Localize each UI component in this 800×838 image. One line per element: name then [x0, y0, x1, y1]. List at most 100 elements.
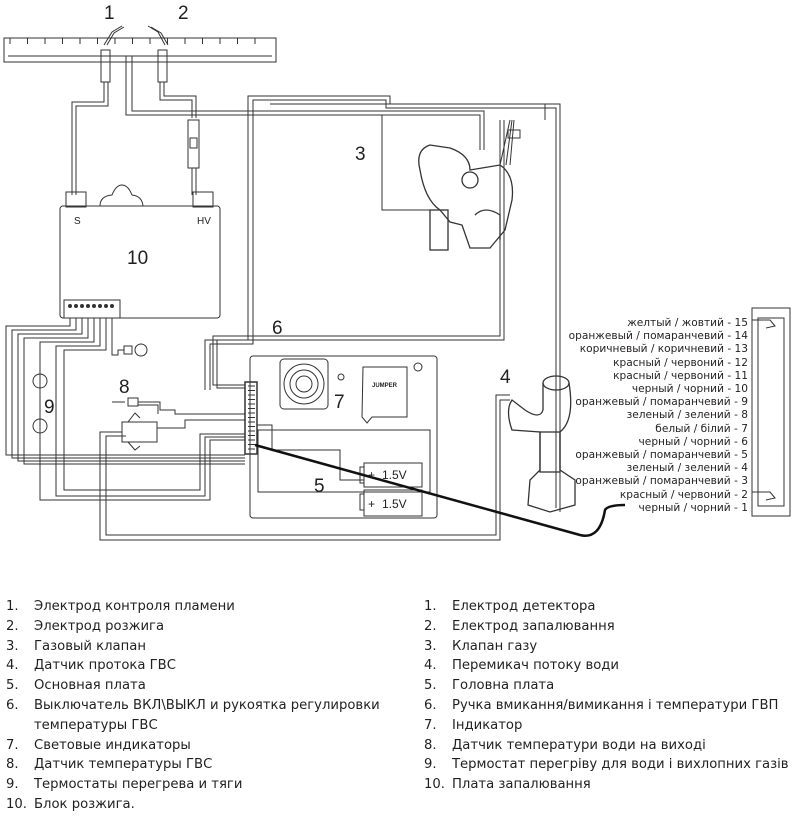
legend-number: 7. — [424, 717, 437, 733]
legend-item: 8.Датчик температури води на виході — [424, 736, 794, 756]
legend-number: 10. — [6, 796, 27, 812]
legend-item: 3. Клапан газу — [424, 637, 794, 657]
legend-item: 2. Электрод розжига — [6, 617, 401, 637]
connector-pin — [104, 304, 108, 308]
legend-text: Головна плата — [452, 678, 555, 694]
burner-nozzle — [234, 37, 241, 44]
wire-label: желтый / жовтий - 15 — [627, 317, 748, 329]
wire-label: оранжевый / помаранчевий - 5 — [575, 449, 748, 461]
burner-nozzle — [59, 37, 66, 44]
wire-label: красный / червоний - 11 — [613, 369, 748, 382]
legend-item: 9.Термостаты перегрева и тяги — [6, 775, 401, 795]
flame-detection-electrode — [71, 25, 125, 195]
legend-text: Электрод розжига — [34, 618, 165, 634]
ignition-block — [59, 184, 221, 319]
legend-item: 4.Перемикач потоку води — [424, 656, 794, 676]
connector-pin — [74, 304, 78, 308]
flue-thermostat — [32, 412, 48, 440]
legend-text: Ручка вмикання/вимикання і температури Г… — [452, 697, 779, 713]
wire-label: оранжевый / помаранчевий - 3 — [575, 475, 748, 488]
battery-plus-icon: + — [368, 468, 375, 482]
jumper-label: JUMPER — [372, 383, 398, 389]
wire-label: белый / білий - 7 — [655, 422, 748, 435]
callout-10: 10 — [127, 248, 148, 269]
legend-number: 6. — [6, 697, 19, 713]
legend-number: 6. — [424, 697, 437, 713]
battery-plus-icon: + — [368, 497, 375, 511]
legend-number: 4. — [6, 658, 19, 674]
burner-nozzle — [147, 37, 153, 44]
legend-text: Датчик протока ГВС — [34, 658, 176, 674]
burner-nozzle — [77, 37, 83, 44]
legend-item: 5. Головна плата — [424, 676, 794, 696]
ignition-electrode — [147, 25, 200, 195]
legend-text: Световые индикаторы — [34, 737, 191, 753]
legend-text: Газовый клапан — [34, 638, 146, 654]
legend-number: 5. — [424, 678, 437, 694]
callout-6: 6 — [272, 318, 283, 339]
legend-text: Клапан газу — [452, 638, 538, 654]
callout-8: 8 — [119, 377, 130, 398]
led-indicator — [337, 373, 345, 381]
wire-label: красный / червоний - 12 — [613, 356, 748, 369]
legend-number: 8. — [424, 737, 437, 753]
terminal-connector — [751, 307, 791, 517]
legend-text: Основная плата — [34, 678, 146, 694]
legend-item: 10. Плата запалювання — [424, 775, 794, 795]
wiring-diagram: 1 2 3 4 5 6 7 8 9 10 S HV JUMPER + 1.5V … — [3, 3, 791, 541]
burner-manifold — [3, 37, 277, 63]
legend-number: 3. — [6, 638, 19, 654]
wire-label: оранжевый / помаранчевий - 9 — [575, 396, 748, 409]
legend-item: 2.Електрод запалювання — [424, 617, 794, 637]
wire-label: коричневый / коричневий - 13 — [579, 343, 748, 356]
wire-connector — [99, 394, 510, 541]
callout-4: 4 — [500, 367, 511, 388]
legend-item: 1.Электрод контроля пламени — [6, 597, 401, 617]
burner-nozzle — [164, 37, 171, 44]
wire-label: зеленый / зелений - 4 — [626, 462, 748, 475]
legend-number: 1. — [6, 599, 19, 614]
burner-nozzle — [7, 37, 13, 44]
burner-nozzle — [182, 37, 188, 44]
legend-item: 8. Датчик температуры ГВС — [6, 755, 401, 775]
wire-label: черный / чорний - 10 — [631, 383, 748, 395]
battery-1-label: 1.5V — [382, 468, 407, 482]
legend-number: 9. — [424, 757, 437, 773]
callout-1: 1 — [104, 3, 115, 24]
burner-nozzle — [24, 37, 31, 44]
legend-number: 4. — [424, 658, 437, 674]
legend-number: 10. — [424, 777, 445, 793]
legend-number: 3. — [424, 638, 437, 654]
main-board — [244, 355, 438, 519]
connector-pin — [86, 304, 90, 308]
wire-label: зеленый / зелений - 8 — [626, 409, 748, 422]
burner-nozzle — [112, 37, 118, 44]
connector-pin — [92, 304, 96, 308]
terminal-hv-label: HV — [197, 216, 211, 227]
legend-text: Термостаты перегрева и тяги — [34, 777, 243, 793]
legend-text: Плата запалювання — [452, 777, 591, 793]
legend-number: 2. — [6, 618, 19, 634]
water-flow-sensor — [507, 375, 576, 513]
wire-label: красный / червоний - 2 — [619, 488, 748, 501]
legend-text: Выключатель ВКЛ\ВЫКЛ и рукоятка регулиро… — [34, 697, 380, 733]
legend-item: 6. Выключатель ВКЛ\ВЫКЛ и рукоятка регули… — [6, 696, 401, 736]
legend-text: Датчик температуры ГВС — [34, 757, 213, 773]
legend-number: 5. — [6, 678, 19, 694]
legend-text: Електрод детектора — [452, 599, 596, 614]
connector-pin — [110, 304, 114, 308]
burner-nozzle — [94, 37, 101, 44]
legend-number: 7. — [6, 737, 19, 753]
burner-nozzle — [129, 37, 136, 44]
legend-number: 8. — [6, 757, 19, 773]
connector-pin — [98, 304, 102, 308]
callout-2: 2 — [178, 3, 189, 24]
legend-item: 10. Блок розжига. — [6, 795, 401, 815]
overheat-thermostat — [32, 370, 48, 392]
legend-text: Блок розжига. — [34, 796, 135, 812]
callout-3: 3 — [355, 144, 366, 165]
gas-valve — [418, 144, 514, 251]
battery — [359, 489, 423, 517]
callout-5: 5 — [314, 476, 325, 497]
